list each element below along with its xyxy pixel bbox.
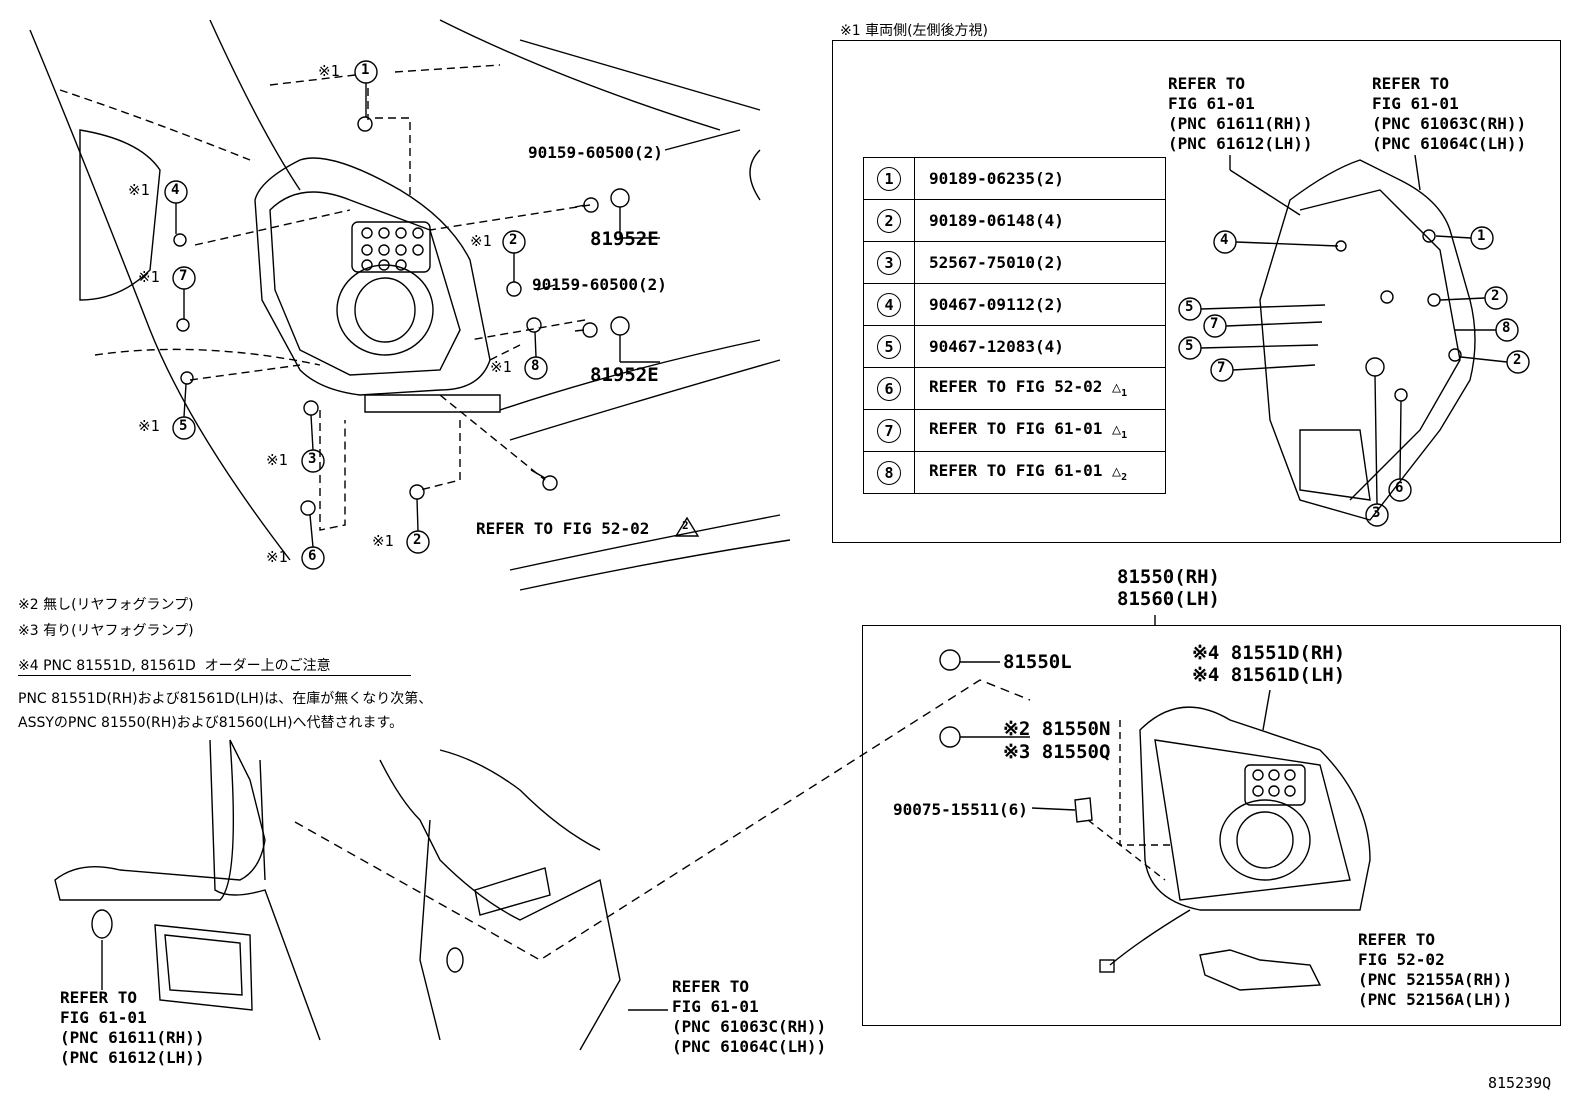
part-circle-2[interactable]: 2: [413, 532, 422, 548]
star1-label: ※1: [266, 548, 288, 566]
star1-label: ※1: [490, 358, 512, 376]
part-circle-5[interactable]: 5: [179, 418, 188, 434]
fog-bulb-81550n[interactable]: ※2 81550N: [1003, 718, 1111, 740]
note-4-line1: PNC 81551D(RH)および81561D(LH)は、在庫が無くなり次第、: [18, 691, 433, 707]
detail-circle-2[interactable]: 2: [1491, 288, 1500, 304]
bulb-81550l[interactable]: 81550L: [1003, 651, 1072, 673]
star1-label: ※1: [138, 268, 160, 286]
note-4-title: ※4 PNC 81551D, 81561D オーダー上のご注意: [18, 658, 331, 674]
warning-triangle-icon: △: [1112, 462, 1122, 481]
star1-label: ※1: [318, 62, 340, 80]
detail-circle-5[interactable]: 5: [1185, 299, 1194, 315]
part-circle-7[interactable]: 7: [179, 268, 188, 284]
note-3: ※3 有り(リヤフォグランプ): [18, 623, 194, 639]
detail-title: ※1 車両側(左側後方視): [840, 23, 989, 39]
detail-ref-right[interactable]: REFER TO FIG 61-01 (PNC 61063C(RH)) (PNC…: [1372, 74, 1527, 153]
detail-ref-left[interactable]: REFER TO FIG 61-01 (PNC 61611(RH)) (PNC …: [1168, 74, 1313, 153]
warning-triangle-icon: △: [1112, 378, 1122, 397]
bolt-90159-b[interactable]: 90159-60500(2): [532, 275, 667, 294]
star1-label: ※1: [128, 181, 150, 199]
warning-triangle-icon: [674, 516, 700, 537]
part-circle-6[interactable]: 6: [308, 548, 317, 564]
star1-label: ※1: [266, 451, 288, 469]
warning-triangle-icon: △: [1112, 420, 1122, 439]
note-4-line2: ASSYのPNC 81550(RH)および81560(LH)へ代替されます。: [18, 715, 404, 731]
detail-circle-4[interactable]: 4: [1220, 232, 1229, 248]
socket-ref[interactable]: REFER TO FIG 52-02 (PNC 52155A(RH)) (PNC…: [1358, 930, 1513, 1009]
part-circle-8[interactable]: 8: [531, 358, 540, 374]
cap-81952e-a[interactable]: 81952E: [590, 228, 659, 250]
triangle-number: 2: [682, 519, 689, 532]
note-4-underline: [18, 675, 411, 676]
star1-label: ※1: [372, 532, 394, 550]
fog-bulb-81550q[interactable]: ※3 81550Q: [1003, 741, 1111, 763]
detail-circle-7[interactable]: 7: [1217, 360, 1226, 376]
assembly-header[interactable]: 81550(RH) 81560(LH): [1117, 566, 1220, 610]
star1-label: ※1: [470, 232, 492, 250]
detail-circle-1[interactable]: 1: [1477, 228, 1486, 244]
bolt-90159-a[interactable]: 90159-60500(2): [528, 143, 663, 162]
lens-81551d[interactable]: ※4 81551D(RH) ※4 81561D(LH): [1192, 642, 1346, 686]
bottom-ref-left[interactable]: REFER TO FIG 61-01 (PNC 61611(RH)) (PNC …: [60, 988, 205, 1067]
part-circle-4[interactable]: 4: [171, 182, 180, 198]
part-circle-1[interactable]: 1: [361, 62, 370, 78]
detail-circle-5[interactable]: 5: [1185, 338, 1194, 354]
detail-box: [832, 40, 1561, 543]
detail-circle-6[interactable]: 6: [1395, 480, 1404, 496]
part-circle-3[interactable]: 3: [308, 451, 317, 467]
detail-circle-7[interactable]: 7: [1210, 316, 1219, 332]
refer-fig-52-02[interactable]: REFER TO FIG 52-02: [476, 519, 650, 538]
detail-circle-8[interactable]: 8: [1502, 320, 1511, 336]
detail-circle-2[interactable]: 2: [1513, 352, 1522, 368]
note-2: ※2 無し(リヤフォグランプ): [18, 597, 194, 613]
grommet-90075[interactable]: 90075-15511(6): [893, 800, 1028, 819]
figure-code: 815239Q: [1488, 1074, 1552, 1092]
detail-circle-3[interactable]: 3: [1372, 505, 1381, 521]
part-circle-2[interactable]: 2: [509, 232, 518, 248]
cap-81952e-b[interactable]: 81952E: [590, 364, 659, 386]
bottom-ref-right[interactable]: REFER TO FIG 61-01 (PNC 61063C(RH)) (PNC…: [672, 977, 827, 1056]
star1-label: ※1: [138, 417, 160, 435]
assembly-box: [862, 625, 1561, 1026]
